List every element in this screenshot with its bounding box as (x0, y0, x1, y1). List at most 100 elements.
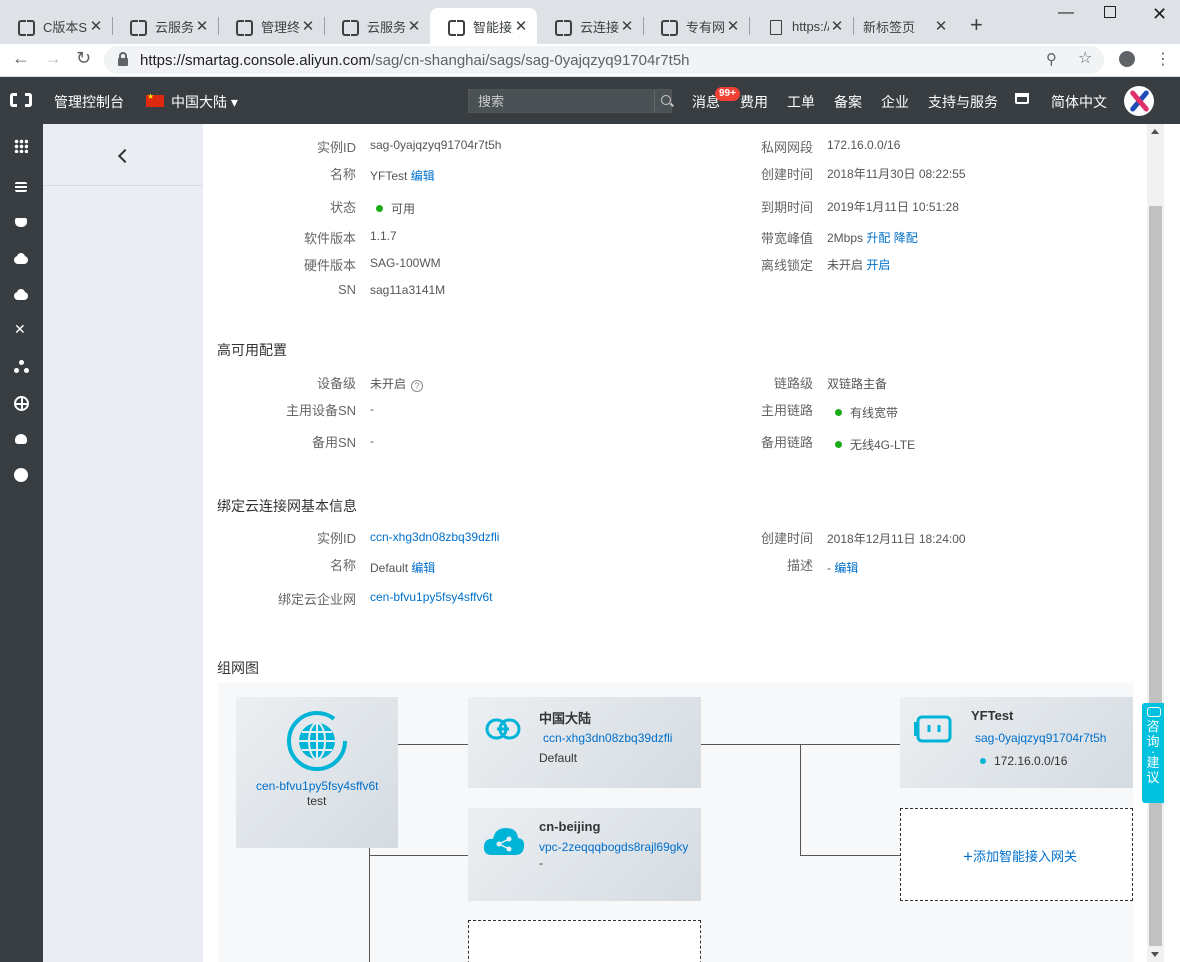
feedback-button[interactable]: 咨询·建议 (1142, 703, 1164, 803)
topology-nodes-icon[interactable] (14, 360, 28, 374)
secondary-sidebar (43, 124, 203, 962)
address-bar: ← → ↻ https://smartag.console.aliyun.com… (0, 44, 1180, 77)
globe-icon[interactable] (14, 396, 29, 411)
close-tab-icon[interactable]: ✕ (726, 18, 740, 35)
search-icon[interactable] (654, 90, 671, 112)
page-scrollbar[interactable] (1147, 124, 1164, 962)
close-tab-icon[interactable]: ✕ (407, 18, 421, 35)
profile-icon[interactable] (1119, 51, 1135, 67)
reload-icon[interactable]: ↻ (76, 48, 92, 68)
console-top-nav: 管理控制台 中国大陆 ▾ 消息 99+ 费用 工单 备案 企业 支持与服务 简体… (0, 77, 1180, 124)
cloud-upload-icon[interactable] (14, 288, 28, 302)
circle-icon[interactable] (14, 468, 28, 482)
gateway-device-icon (914, 715, 952, 743)
help-icon[interactable]: ? (411, 380, 424, 392)
edit-ccn-name-link[interactable]: 编辑 (411, 561, 436, 575)
cart-icon[interactable] (1015, 93, 1029, 104)
products-grid-icon[interactable] (14, 139, 28, 153)
product-icon-bar (0, 124, 43, 962)
topology-diagram: cen-bfvu1py5fsy4sffv6t test 中国大陆 ccn-xhg… (218, 683, 1133, 962)
nav-tickets[interactable]: 工单 (787, 94, 815, 110)
enable-offline-lock-link[interactable]: 开启 (866, 258, 891, 272)
close-tab-icon[interactable]: ✕ (934, 18, 948, 35)
aliyun-icon (18, 20, 35, 36)
instance-name: YFTest (370, 169, 408, 183)
bookmark-star-icon[interactable]: ☆ (1078, 50, 1093, 67)
close-tab-icon[interactable]: ✕ (195, 18, 209, 35)
link-icon (485, 718, 521, 740)
sag-node[interactable]: YFTest sag-0yajqzyq91704r7t5h 172.16.0.0… (900, 697, 1133, 788)
globe-network-icon (287, 711, 347, 771)
console-search (468, 89, 672, 113)
aliyun-icon (661, 20, 678, 36)
browser-tab-8[interactable]: https://…✕ (749, 8, 853, 44)
server-icon[interactable] (14, 180, 28, 194)
message-count-badge: 99+ (715, 87, 740, 101)
add-vpc-box[interactable] (468, 920, 701, 962)
browser-tab-7[interactable]: 专有网络…✕ (643, 8, 749, 44)
cloud-vpc-icon (483, 828, 525, 855)
browser-tab-2[interactable]: 云服务器…✕ (112, 8, 218, 44)
nav-icp[interactable]: 备案 (834, 94, 862, 110)
browser-tab-3[interactable]: 管理终端…✕ (218, 8, 324, 44)
upgrade-link[interactable]: 升配 (866, 231, 891, 245)
close-tab-icon[interactable]: ✕ (89, 18, 103, 35)
aliyun-icon (236, 20, 253, 36)
ccn-region-node[interactable]: 中国大陆 ccn-xhg3dn08zbq39dzfli Default (468, 697, 701, 788)
language-selector[interactable]: 简体中文 (1051, 94, 1107, 110)
status-badge: 可用 (376, 200, 415, 217)
document-icon (767, 20, 784, 35)
minimize-icon[interactable]: — (1058, 4, 1074, 21)
collapse-sidebar-icon[interactable] (43, 124, 203, 186)
cen-id-link[interactable]: cen-bfvu1py5fsy4sffv6t (370, 590, 493, 604)
browser-tab-4[interactable]: 云服务器…✕ (324, 8, 430, 44)
browser-tab-strip: C版本S…✕ 云服务器…✕ 管理终端…✕ 云服务器…✕ 智能接入…✕ 云连接网…… (0, 0, 1180, 44)
console-home-link[interactable]: 管理控制台 (54, 94, 124, 110)
ccn-section-title: 绑定云连接网基本信息 (217, 498, 357, 514)
url-field[interactable]: https://smartag.console.aliyun.com/sag/c… (104, 46, 1104, 74)
aliyun-logo-icon[interactable] (10, 93, 32, 107)
menu-dots-icon[interactable]: ⋮ (1155, 51, 1171, 68)
forward-icon[interactable]: → (44, 48, 62, 68)
region-selector[interactable]: 中国大陆 ▾ (171, 94, 238, 110)
close-tab-icon[interactable]: ✕ (301, 18, 315, 35)
nav-support[interactable]: 支持与服务 (928, 94, 998, 110)
add-sag-button[interactable]: +添加智能接入网关 (900, 808, 1133, 901)
search-input[interactable] (469, 90, 654, 112)
close-tab-icon[interactable]: ✕ (830, 18, 844, 35)
browser-tab-6[interactable]: 云连接网…✕ (537, 8, 643, 44)
edit-name-link[interactable]: 编辑 (410, 169, 435, 183)
new-tab-icon[interactable]: + (970, 12, 983, 37)
network-cross-icon[interactable] (14, 321, 28, 338)
cloud-icon[interactable] (14, 252, 28, 266)
monitor-icon[interactable] (14, 432, 28, 446)
service-icon[interactable] (14, 216, 28, 230)
back-icon[interactable]: ← (12, 48, 30, 68)
zoom-icon[interactable]: ⚲ (1046, 51, 1057, 68)
close-tab-icon[interactable]: ✕ (514, 18, 528, 35)
scroll-up-icon[interactable] (1151, 129, 1159, 134)
instance-id: sag-0yajqzyq91704r7t5h (370, 138, 502, 152)
avatar[interactable] (1124, 86, 1154, 116)
browser-tab-9[interactable]: 新标签页✕ (863, 18, 948, 35)
china-flag-icon (146, 92, 164, 107)
plus-icon: + (963, 847, 973, 866)
browser-tab-active[interactable]: 智能接入…✕ (430, 8, 537, 44)
ccn-id-link[interactable]: ccn-xhg3dn08zbq39dzfli (370, 530, 500, 544)
aliyun-icon (555, 20, 572, 36)
browser-tab-1[interactable]: C版本S…✕ (0, 8, 112, 44)
aliyun-icon (448, 20, 465, 36)
close-window-icon[interactable]: ✕ (1152, 4, 1168, 24)
messages-link[interactable]: 消息 (692, 94, 720, 110)
nav-enterprise[interactable]: 企业 (881, 94, 909, 110)
aliyun-icon (342, 20, 359, 36)
cen-node[interactable]: cen-bfvu1py5fsy4sffv6t test (236, 697, 398, 848)
scroll-thumb[interactable] (1149, 206, 1162, 946)
edit-desc-link[interactable]: 编辑 (834, 561, 859, 575)
nav-fees[interactable]: 费用 (740, 94, 768, 110)
aliyun-icon (130, 20, 147, 36)
scroll-down-icon[interactable] (1151, 952, 1159, 957)
vpc-node[interactable]: cn-beijing vpc-2zeqqqbogds8rajl69gky - (468, 808, 701, 901)
close-tab-icon[interactable]: ✕ (620, 18, 634, 35)
downgrade-link[interactable]: 降配 (893, 231, 918, 245)
